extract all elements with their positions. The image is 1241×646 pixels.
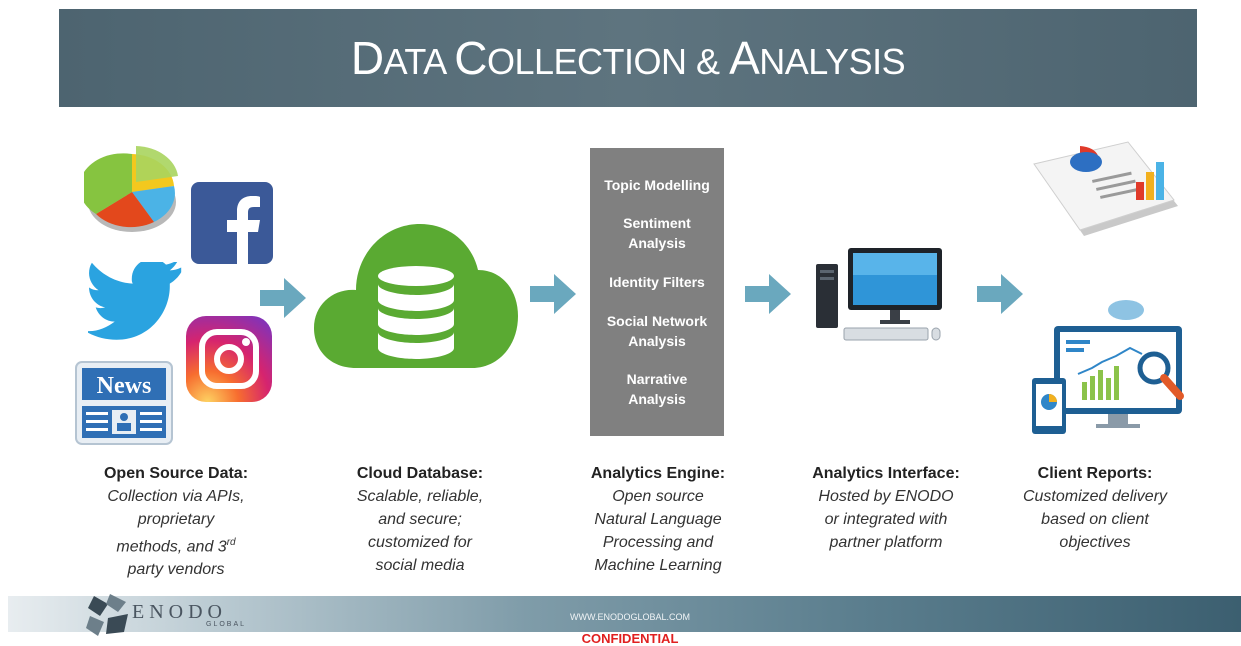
stage-body-line: proprietary [137,511,215,528]
stage-body-line: methods, and 3rd [116,537,236,556]
website-link[interactable]: WWW.ENODOGLOBAL.COM [569,612,690,622]
flow-arrow-2 [530,274,576,314]
stage-caption-client-reports: Client Reports: Customized delivery base… [995,462,1195,554]
news-icon: News [75,361,173,445]
stage-body-line: Scalable, reliable, [356,488,484,505]
flow-arrow-4 [977,274,1023,314]
engine-item-sentiment-analysis: Sentiment Analysis [623,215,691,252]
stage-body-line: Hosted by ENODO [818,488,954,505]
stage-heading: Analytics Interface: [812,465,960,482]
stage-heading: Cloud Database: [356,465,484,482]
stage-body-line: Customized delivery [1022,488,1168,505]
stage-caption-open-source: Open Source Data: Collection via APIs, p… [76,462,276,581]
stage-caption-analytics-interface: Analytics Interface: Hosted by ENODO or … [786,462,986,554]
enodo-logo-subtext: GLOBAL [206,621,247,628]
analytics-engine-box: Topic Modelling Sentiment Analysis Ident… [590,148,724,436]
stage-heading: Open Source Data: [103,465,249,482]
facebook-icon [191,182,273,264]
stage-body-line: or integrated with [824,511,948,528]
stage-body-line: Processing and [602,534,714,551]
desktop-computer-icon [816,248,942,341]
stage-heading: Client Reports: [1037,465,1153,482]
stage-body-line: Open source [612,488,704,505]
engine-item-topic-modelling: Topic Modelling [604,176,710,193]
stage-caption-analytics-engine: Analytics Engine: Open source Natural La… [558,462,758,577]
analytics-dashboard-icon [1032,300,1184,434]
confidential-label: CONFIDENTIAL [581,631,679,646]
stage-body-line: objectives [1059,534,1131,551]
flow-arrow-3 [745,274,791,314]
engine-item-social-network-analysis: Social Network Analysis [606,312,708,349]
footer-bar [8,596,1241,632]
enodo-logo-mark [86,594,128,636]
enodo-logo-text: ENODO [132,601,227,623]
twitter-icon [88,262,182,340]
title-banner: DATA COLLECTION & ANALYSIS [59,9,1197,107]
stage-body-line: Machine Learning [594,557,722,574]
flow-arrow-1 [260,278,306,318]
stage-body-line: and secure; [378,511,462,528]
stage-caption-cloud-database: Cloud Database: Scalable, reliable, and … [320,462,520,577]
stage-body-line: Natural Language [594,511,722,528]
cloud-database-icon [314,224,518,368]
stage-body-line: Collection via APIs, [107,488,245,505]
engine-item-narrative-analysis: Narrative Analysis [626,371,688,408]
pie-chart-icon [84,146,178,232]
instagram-icon [186,316,272,402]
stage-heading: Analytics Engine: [590,465,726,482]
news-label: News [97,373,152,399]
stage-body-line: customized for [367,534,473,551]
stage-body-line: based on client [1041,511,1149,528]
stage-body-line: partner platform [829,534,943,551]
report-documents-icon [1033,141,1178,236]
engine-item-identity-filters: Identity Filters [609,273,705,290]
page-title: DATA COLLECTION & ANALYSIS [350,32,906,84]
stage-body-line: social media [375,557,465,574]
stage-body-line: party vendors [127,561,225,579]
